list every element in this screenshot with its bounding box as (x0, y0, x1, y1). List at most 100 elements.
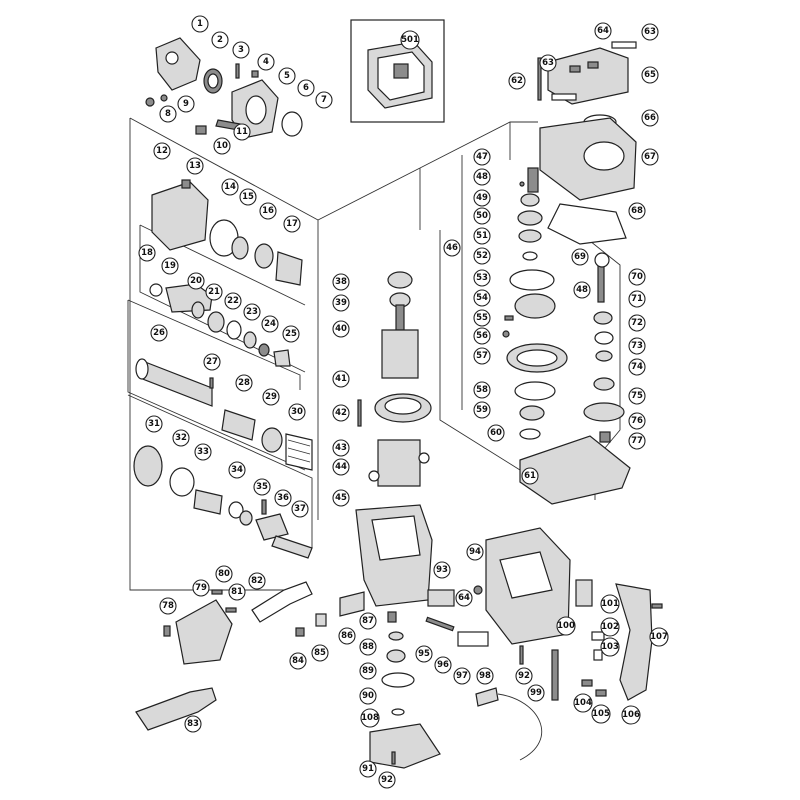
callout-number: 68 (631, 206, 643, 216)
part-callout: 85 (311, 644, 329, 662)
part-callout: 100 (556, 616, 576, 636)
callout-number: 48 (576, 285, 588, 295)
callout-number: 47 (476, 152, 488, 162)
part-callout: 68 (628, 202, 646, 220)
callout-bubble (215, 565, 233, 583)
callout-number: 66 (644, 113, 656, 123)
part-callout: 72 (628, 314, 646, 332)
callout-layer: 1234567891011121314151617181920212223242… (138, 15, 669, 789)
callout-number: 97 (456, 671, 468, 681)
callout-number: 39 (335, 298, 347, 308)
callout-bubble (332, 320, 350, 338)
callout-number: 37 (294, 504, 306, 514)
callout-bubble (153, 142, 171, 160)
part-callout: 25 (282, 325, 300, 343)
part-callout: 63 (641, 23, 659, 41)
callout-number: 101 (601, 599, 619, 609)
callout-number: 5 (284, 71, 290, 81)
callout-number: 42 (335, 408, 347, 418)
callout-bubble (473, 381, 491, 399)
callout-number: 64 (458, 593, 470, 603)
part-callout: 12 (153, 142, 171, 160)
callout-number: 94 (469, 547, 481, 557)
callout-number: 98 (479, 671, 491, 681)
callout-bubble (311, 644, 329, 662)
callout-bubble (224, 292, 242, 310)
callout-number: 17 (286, 219, 298, 229)
callout-bubble (332, 294, 350, 312)
part-callout: 16 (259, 202, 277, 220)
callout-bubble (641, 23, 659, 41)
callout-number: 8 (165, 109, 171, 119)
side-handle-parts (135, 581, 313, 731)
part-callout: 77 (628, 432, 646, 450)
crank-housing-parts (519, 41, 637, 505)
callout-bubble (487, 424, 505, 442)
part-callout: 10 (213, 137, 231, 155)
part-callout: 43 (332, 439, 350, 457)
callout-bubble (600, 594, 620, 614)
part-callout: 4 (257, 53, 275, 71)
callout-bubble (476, 667, 494, 685)
callout-number: 55 (476, 313, 488, 323)
callout-bubble (473, 347, 491, 365)
part-callout: 75 (628, 387, 646, 405)
part-callout: 84 (289, 652, 307, 670)
callout-number: 13 (189, 161, 201, 171)
part-callout: 39 (332, 294, 350, 312)
handle-housing-parts (425, 527, 663, 761)
callout-bubble (628, 290, 646, 308)
part-callout: 18 (138, 244, 156, 262)
callout-number: 76 (631, 416, 643, 426)
part-callout: 74 (628, 358, 646, 376)
callout-bubble (415, 645, 433, 663)
part-callout: 501 (400, 30, 420, 50)
callout-number: 64 (597, 26, 609, 36)
part-callout: 26 (150, 324, 168, 342)
callout-number: 92 (381, 775, 393, 785)
callout-number: 46 (446, 243, 458, 253)
callout-bubble (278, 67, 296, 85)
carrying-case-part (350, 19, 445, 123)
part-callout: 54 (473, 289, 491, 307)
part-callout: 48 (473, 168, 491, 186)
part-callout: 70 (628, 268, 646, 286)
callout-bubble (473, 227, 491, 245)
tool-holder-parts (135, 358, 313, 471)
callout-bubble (233, 123, 251, 141)
part-callout: 29 (262, 388, 280, 406)
callout-bubble (194, 443, 212, 461)
part-callout: 51 (473, 227, 491, 245)
callout-bubble (332, 370, 350, 388)
callout-number: 1 (197, 19, 203, 29)
callout-number: 106 (622, 710, 640, 720)
part-callout: 21 (205, 283, 223, 301)
callout-bubble (433, 561, 451, 579)
part-callout: 14 (221, 178, 239, 196)
part-callout: 82 (248, 572, 266, 590)
part-callout: 101 (600, 594, 620, 614)
part-callout: 44 (332, 458, 350, 476)
callout-bubble (573, 693, 593, 713)
callout-bubble (138, 244, 156, 262)
callout-number: 21 (208, 287, 220, 297)
callout-bubble (521, 467, 539, 485)
callout-bubble (205, 283, 223, 301)
part-callout: 3 (232, 41, 250, 59)
part-callout: 41 (332, 370, 350, 388)
part-callout: 81 (228, 583, 246, 601)
callout-bubble (332, 458, 350, 476)
part-callout: 104 (573, 693, 593, 713)
part-callout: 42 (332, 404, 350, 422)
part-callout: 64 (594, 22, 612, 40)
part-callout: 98 (476, 667, 494, 685)
callout-bubble (473, 289, 491, 307)
callout-bubble (628, 314, 646, 332)
callout-bubble (184, 715, 202, 733)
part-callout: 49 (473, 189, 491, 207)
callout-bubble (159, 597, 177, 615)
callout-number: 51 (476, 231, 488, 241)
part-callout: 38 (332, 273, 350, 291)
part-callout: 19 (161, 257, 179, 275)
